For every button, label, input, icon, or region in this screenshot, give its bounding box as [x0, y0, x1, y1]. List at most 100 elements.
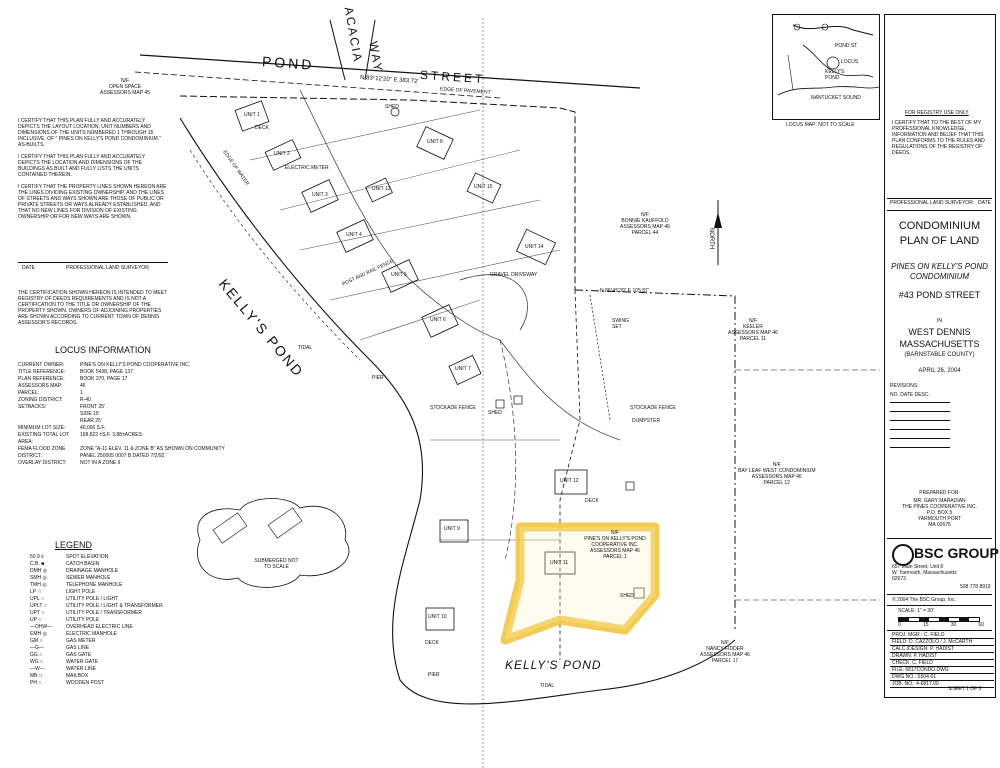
locus-map-caption: LOCUS MAP: NOT TO SCALE — [786, 122, 855, 128]
deck-label: DECK — [255, 125, 269, 131]
locus-info-table: CURRENT OWNER:PINE'S ON KELLY'S POND COO… — [18, 362, 238, 467]
scale-bar — [898, 617, 980, 622]
pond-label-bottom: KELLY'S POND — [505, 658, 602, 672]
legend-symbol: SMH ◎ — [30, 575, 47, 581]
legend-text: UTILITY POLE / LIGHT — [66, 596, 119, 602]
revisions-label: REVISIONS: — [890, 383, 919, 389]
locus-info-value: BOOK 5438, PAGE 137 — [80, 369, 133, 375]
legend-symbol: TMH ◎ — [30, 582, 47, 588]
locus-info-value: 46 — [80, 383, 86, 389]
locus-info-row: ZONING DISTRICT: R-40 — [18, 397, 238, 404]
cert-text: I CERTIFY THAT THE PROPERTY LINES SHOWN … — [18, 184, 167, 220]
town-label: WEST DENNIS — [908, 327, 971, 337]
locus-info-title: LOCUS INFORMATION — [55, 345, 151, 355]
swing-set-label: SWING SET — [612, 318, 629, 330]
legend-text: WATER LINE — [66, 666, 97, 672]
shed-label: SHED — [385, 104, 399, 110]
unit-label: UNIT 5 — [391, 272, 407, 278]
legend-text: TELEPHONE MANHOLE — [66, 582, 123, 588]
abutter-label: N/F NANCY FIDDER ASSESSORS MAP 46 PARCEL… — [700, 640, 750, 664]
copyright: © 2004 The BSC Group, Inc. — [892, 597, 956, 603]
revisions-lines — [890, 402, 950, 456]
credit-row: CHECK: C. FIELD — [890, 660, 994, 667]
locus-info-value: FRONT 25' — [80, 404, 106, 410]
locus-info-row: OVERLAY DISTRICT:NOT IN A ZONE II — [18, 460, 238, 467]
locus-info-key: ZONING DISTRICT: — [18, 397, 63, 403]
legend-symbol: MB □ — [30, 673, 42, 679]
locus-info-row: ASSESSORS MAP:46 — [18, 383, 238, 390]
unit-label: UNIT 14 — [525, 244, 544, 250]
certification-notes: I CERTIFY THAT THIS PLAN FULLY AND ACCUR… — [18, 118, 168, 220]
legend-text: MAILBOX — [66, 673, 89, 679]
legend-row: EMH ◎ ELECTRIC MANHOLE — [30, 631, 230, 638]
legend-row: SMH ◎ SEWER MANHOLE — [30, 575, 230, 582]
legend-row: UPL ○ UTILITY POLE / LIGHT — [30, 596, 230, 603]
unit-label: UNIT 3 — [312, 192, 328, 198]
unit-label: UNIT 12 — [560, 478, 579, 484]
cert-text: I CERTIFY THAT THIS PLAN FULLY AND ACCUR… — [18, 154, 146, 178]
unit-label: UNIT 15 — [474, 184, 493, 190]
plan-title-2: PLAN OF LAND — [899, 235, 980, 247]
locus-info-value: BOOK 370, PAGE 17 — [80, 376, 128, 382]
highlighted-parcel-label: N/F PINE'S ON KELLY'S POND COOPERATIVE I… — [584, 530, 646, 560]
legend-text: SEWER MANHOLE — [66, 575, 111, 581]
abutter-label: N/F BAY LEAF WEST CONDOMINIUM ASSESSORS … — [738, 462, 816, 486]
deck-label: DECK — [425, 640, 439, 646]
stockade-fence-label: STOCKADE FENCE — [430, 405, 476, 411]
legend-symbol: EMH ◎ — [30, 631, 47, 637]
legend-symbol: UP ○ — [30, 617, 42, 623]
locus-info-value: 168,822 ±S.F. 3.88±ACRES — [80, 432, 142, 438]
scale-numbers: 0 15 30 60 — [898, 622, 984, 628]
legend-symbol: C.B. ■ — [30, 561, 45, 567]
locus-info-key — [18, 411, 80, 418]
legend-symbol: 50.9 x — [30, 554, 44, 560]
locus-info-value: NOT IN A ZONE II — [80, 460, 121, 466]
title-block — [884, 14, 996, 698]
abutter-label: N/F BONNIE KAUFFOLD ASSESSORS MAP 46 PAR… — [620, 212, 670, 236]
legend-symbol: —G— — [30, 645, 44, 651]
credit-row: CALC./DESIGN: P. HADIST — [890, 646, 994, 653]
legend-symbol: UPT ○ — [30, 610, 45, 616]
legend-text: ELECTRIC MANHOLE — [66, 631, 117, 637]
certification-disclaimer: THE CERTIFICATION SHOWN HEREON IS INTEND… — [18, 290, 167, 326]
locus-info-value: SIDE 15' — [80, 411, 100, 417]
locus-info-row: FEMA FLOOD ZONE DISTRICT:ZONE "A-11 ELEV… — [18, 446, 238, 460]
locus-map-label: KELLY'S POND — [825, 69, 845, 81]
project-address: #43 POND STREET — [898, 290, 981, 300]
legend-row: TMH ◎ TELEPHONE MANHOLE — [30, 582, 230, 589]
sheet-number: SHEET 1 OF 3 — [948, 686, 982, 692]
locus-info-key: FEMA FLOOD ZONE DISTRICT: — [18, 446, 66, 459]
legend-symbol: PH ○ — [30, 680, 42, 686]
company-name: BSC GROUP — [914, 545, 999, 561]
locus-info-row: TITLE REFERENCE:BOOK 5438, PAGE 137 — [18, 369, 238, 376]
legend-symbol: LP ☆ — [30, 589, 42, 595]
locus-info-row: CURRENT OWNER:PINE'S ON KELLY'S POND COO… — [18, 362, 238, 369]
legend-text: CATCH BASIN — [66, 561, 100, 567]
electric-meter-label: ELECTRIC METER — [285, 165, 329, 171]
deck-label: DECK — [585, 498, 599, 504]
locus-info-value: R-40 — [80, 397, 91, 403]
locus-map-label: POND ST. — [835, 43, 859, 49]
legend-symbol: GM ○ — [30, 638, 43, 644]
pls-date-label: DATE — [978, 200, 991, 206]
north-label: NORTH — [708, 227, 715, 250]
legend-row: —G—GAS LINE — [30, 645, 230, 652]
legend-text: UTILITY POLE / LIGHT & TRANSFORMER — [66, 603, 163, 609]
locus-map: POND ST. KELLY'S POND LOCUS NANTUCKET SO… — [772, 14, 880, 120]
legend-row: PH ○WOODEN POST — [30, 680, 230, 687]
locus-info-row: EXISTING TOTAL LOT AREA:168,822 ±S.F. 3.… — [18, 432, 238, 446]
legend-text: UTILITY POLE / TRANSFORMER — [66, 610, 142, 616]
legend-row: GG ○GAS GATE — [30, 652, 230, 659]
pier-label: PIER — [428, 672, 440, 678]
legend-row: LP ☆LIGHT POLE — [30, 589, 230, 596]
legend-symbol: UPL ○ — [30, 596, 44, 602]
legend-row: UPLT ○UTILITY POLE / LIGHT & TRANSFORMER — [30, 603, 230, 610]
client-block: MR. GARY MARADIAN THE PINES COOPERATIVE … — [902, 498, 977, 528]
locus-map-label: LOCUS — [841, 59, 859, 65]
locus-info-value: PINE'S ON KELLY'S POND COOPERATIVE INC. — [80, 362, 191, 368]
legend-text: GAS GATE — [66, 652, 92, 658]
credit-row: DWG NO.: S504-01 — [890, 674, 994, 681]
